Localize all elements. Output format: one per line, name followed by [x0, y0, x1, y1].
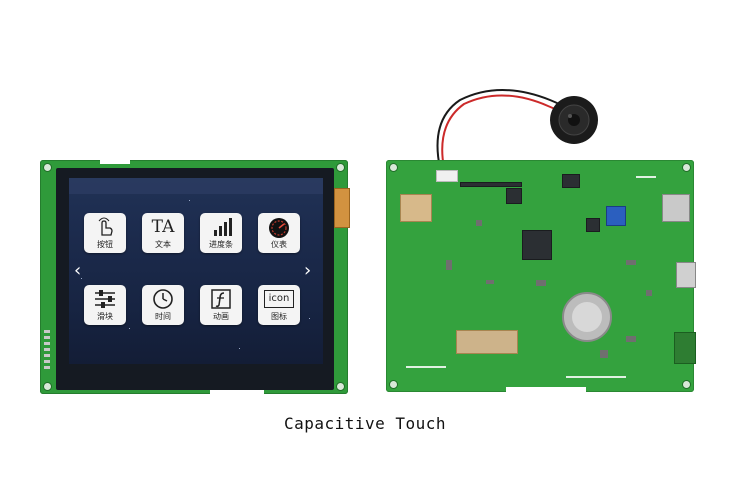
hand-pointer-icon	[98, 217, 113, 236]
tile-label: 仪表	[271, 240, 287, 249]
bar-chart-icon	[214, 218, 232, 236]
pcb-back-board	[386, 160, 696, 393]
fpc-connector	[334, 188, 350, 228]
ffc-connector	[400, 194, 432, 222]
nav-left-arrow-icon[interactable]: ‹	[74, 260, 82, 281]
animation-icon	[211, 289, 231, 309]
clock-icon	[153, 289, 173, 309]
tile-label: 时间	[155, 312, 171, 321]
tile-gauge[interactable]: 仪表	[258, 213, 300, 253]
text-icon: TA	[151, 217, 175, 237]
lcd-screen	[69, 178, 323, 364]
tile-label: 动画	[213, 312, 229, 321]
tile-animation[interactable]: 动画	[200, 285, 242, 325]
tile-label: 图标	[271, 312, 287, 321]
tile-slider[interactable]: 滑块	[84, 285, 126, 325]
tile-text[interactable]: TA 文本	[142, 213, 184, 253]
screen-status-bar	[69, 178, 323, 194]
gauge-icon	[269, 218, 289, 238]
tile-button[interactable]: 按钮	[84, 213, 126, 253]
icon-box-icon: icon	[264, 290, 294, 308]
nav-right-arrow-icon[interactable]: ›	[304, 260, 312, 281]
speaker-icon	[550, 96, 598, 144]
caption-text: Capacitive Touch	[283, 414, 447, 433]
tile-label: 按钮	[97, 240, 113, 249]
tile-time[interactable]: 时间	[142, 285, 184, 325]
side-pin-header	[44, 330, 50, 370]
tile-label: 进度条	[209, 240, 233, 249]
slider-icon	[95, 290, 115, 308]
tile-label: 滑块	[97, 312, 113, 321]
tile-icon[interactable]: icon 图标	[258, 285, 300, 325]
tile-label: 文本	[155, 240, 171, 249]
tile-progress[interactable]: 进度条	[200, 213, 242, 253]
